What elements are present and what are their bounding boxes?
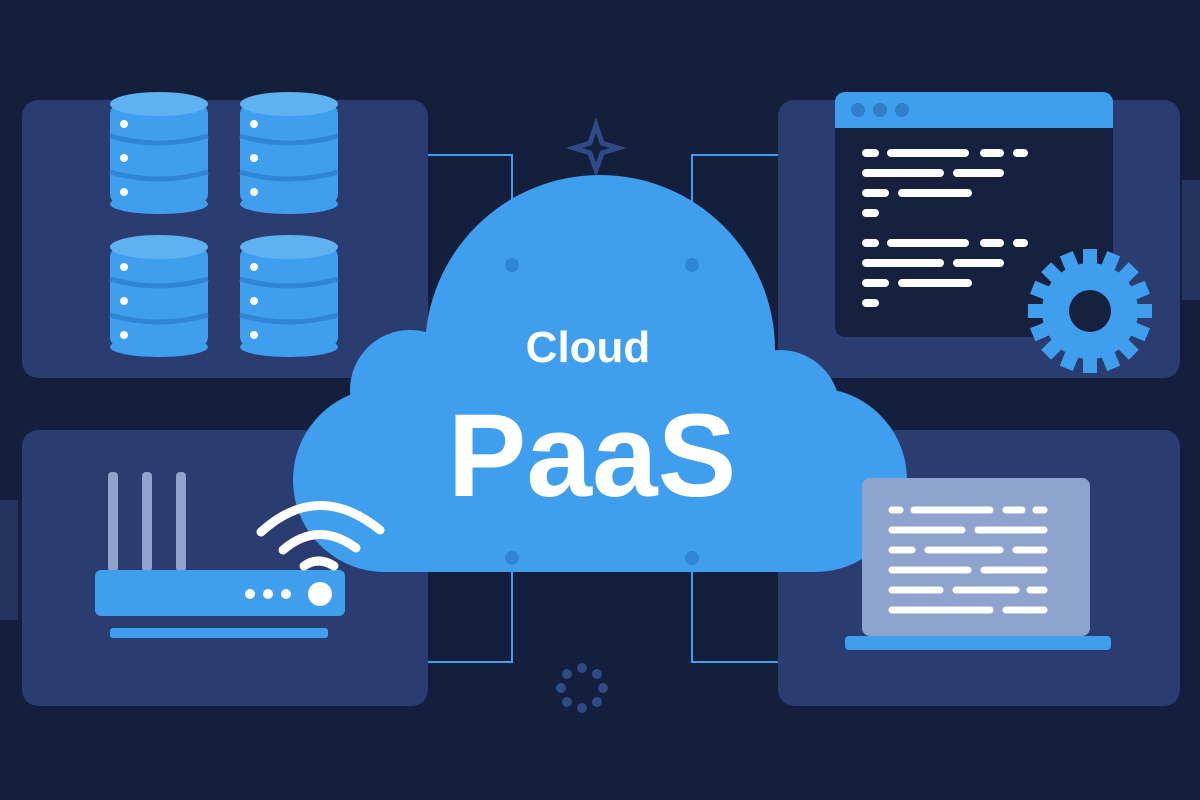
loading-dots-icon (556, 663, 608, 713)
cloud-title-small: Cloud (526, 323, 651, 372)
sparkle-icon (565, 117, 627, 178)
cloud-title-large: PaaS (448, 390, 737, 522)
laptop-icon (845, 478, 1111, 650)
database-icon (240, 92, 338, 214)
wifi-icon (256, 501, 385, 571)
edge-decor (0, 500, 18, 620)
gear-icon (1002, 223, 1178, 399)
router-icon (95, 472, 345, 638)
connector-dots (505, 258, 699, 565)
database-icon (110, 92, 208, 214)
code-window-icon (835, 92, 1113, 337)
database-icon (240, 235, 338, 357)
edge-decor (1182, 180, 1200, 300)
database-icon (110, 235, 208, 357)
panel-databases (22, 100, 428, 378)
